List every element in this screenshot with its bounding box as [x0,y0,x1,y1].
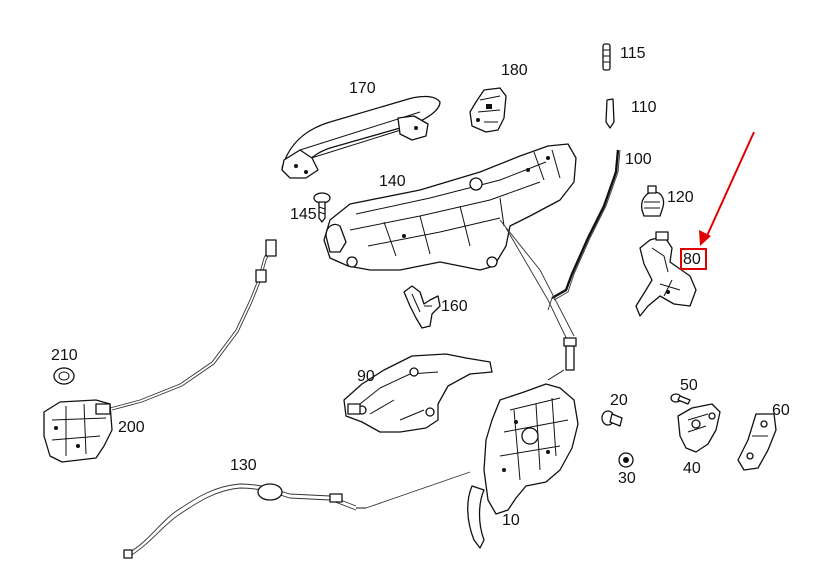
part-40-striker[interactable] [677,403,721,453]
label-110: 110 [631,99,657,116]
label-120: 120 [667,189,694,206]
label-140: 140 [379,173,406,190]
highlight-box-80 [680,248,707,270]
linkage-cables [499,219,575,351]
label-200: 200 [118,419,145,436]
callout-arrow [699,131,755,246]
part-110-pin[interactable] [605,98,615,129]
part-20-screw[interactable] [601,410,623,427]
part-50-screw[interactable] [670,393,691,405]
part-80-bracket[interactable] [635,231,697,317]
part-160-lever[interactable] [403,285,441,329]
label-40: 40 [683,460,701,477]
part-10-door-lock[interactable] [467,337,579,549]
label-10: 10 [502,512,520,529]
label-30: 30 [618,470,636,487]
part-90-cover[interactable] [343,353,493,433]
label-20: 20 [610,392,628,409]
label-100: 100 [625,151,652,168]
part-140-handle-carrier[interactable] [323,143,577,271]
label-160: 160 [441,298,468,315]
part-120-grommet[interactable] [640,185,665,217]
label-50: 50 [680,377,698,394]
label-80: 80 [683,251,701,268]
label-115: 115 [620,45,646,62]
label-90: 90 [357,368,375,385]
label-145: 145 [290,206,317,223]
label-180: 180 [501,62,528,79]
part-210-grommet[interactable] [53,367,75,385]
part-200-lock-actuator[interactable] [43,239,277,463]
part-180-handle-bracket[interactable] [469,87,507,133]
label-60: 60 [772,402,790,419]
part-130-bowden-cable[interactable] [123,471,471,559]
label-130: 130 [230,457,257,474]
part-145-screw[interactable] [313,192,331,223]
part-115-pin[interactable] [602,43,611,71]
part-60-plate[interactable] [737,413,777,471]
label-170: 170 [349,80,376,97]
label-210: 210 [51,347,78,364]
part-170-outer-handle[interactable] [281,95,441,179]
part-30-nut[interactable] [618,452,634,468]
